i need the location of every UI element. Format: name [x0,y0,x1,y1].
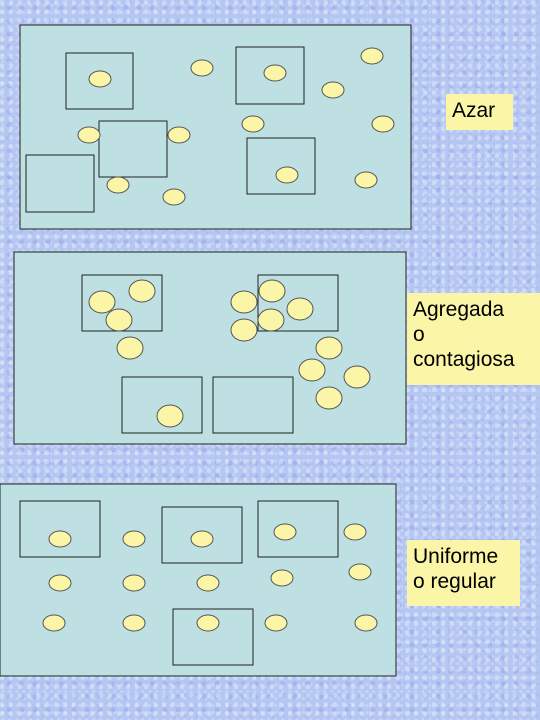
individual [360,47,384,65]
sample-quadrat [65,52,134,110]
individual [105,308,133,332]
label-line: contagiosa [413,348,515,371]
sample-quadrat [235,46,305,105]
panel-background [19,24,412,230]
individual [48,530,72,548]
label-clumped: Agregada o contagiosa [407,293,540,385]
individual [354,614,378,632]
individual [116,336,144,360]
sample-quadrat [161,506,243,564]
individual [77,126,101,144]
individual [263,64,287,82]
individual [122,574,146,592]
sample-quadrat [25,154,95,213]
individual [343,523,367,541]
individual [264,614,288,632]
panel-background [13,251,407,445]
individual [298,358,326,382]
individual [196,614,220,632]
sample-quadrat [98,120,168,178]
sample-quadrat [19,500,101,558]
individual [321,81,345,99]
panel-uniform [0,483,397,677]
individual [190,59,214,77]
sample-quadrat [246,137,316,195]
individual [122,614,146,632]
individual [348,563,372,581]
individual [258,279,286,303]
panel-random [19,24,412,230]
individual [122,530,146,548]
panel-clumped [13,251,407,445]
sample-quadrat [121,376,203,434]
individual [315,386,343,410]
individual [42,614,66,632]
individual [128,279,156,303]
individual [106,176,130,194]
individual [315,336,343,360]
label-line: o [413,323,425,346]
individual [354,171,378,189]
individual [273,523,297,541]
individual [286,297,314,321]
individual [275,166,299,184]
label-line: Agregada [413,298,505,321]
individual [190,530,214,548]
individual [156,404,184,428]
label-uniform: Uniforme o regular [407,540,520,606]
sample-quadrat [257,500,339,558]
sample-quadrat [257,274,339,332]
individual [230,290,258,314]
individual [270,569,294,587]
individual [88,70,112,88]
label-random-text: Azar [452,99,496,122]
individual [343,365,371,389]
label-line: Uniforme [413,545,499,568]
sample-quadrat [172,608,254,666]
label-line: o regular [413,570,496,593]
individual [48,574,72,592]
individual [162,188,186,206]
individual [196,574,220,592]
sample-quadrat [212,376,294,434]
individual [230,318,258,342]
individual [167,126,191,144]
individual [257,308,285,332]
individual [88,290,116,314]
individual [371,115,395,133]
label-random: Azar [446,94,513,130]
individual [241,115,265,133]
